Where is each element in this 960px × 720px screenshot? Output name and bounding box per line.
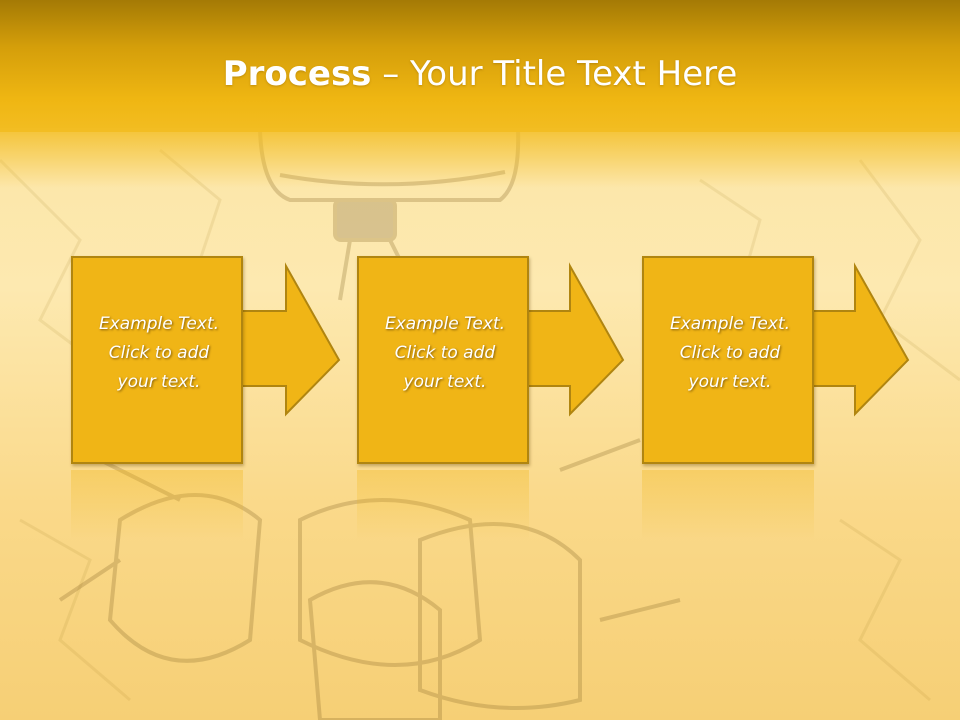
- step-text-line: your text.: [688, 372, 772, 392]
- step-text-line: Click to add: [394, 343, 496, 363]
- step-box[interactable]: Example Text. Click to add your text.: [357, 256, 529, 464]
- step-text-line: Example Text.: [384, 314, 506, 334]
- step-reflection: [357, 470, 529, 540]
- title-bar: [0, 0, 960, 132]
- process-step-2[interactable]: Example Text. Click to add your text.: [357, 256, 627, 468]
- step-text-line: your text.: [403, 372, 487, 392]
- step-text-line: Example Text.: [98, 314, 220, 334]
- arrow-right-icon: [240, 262, 341, 417]
- arrow-right-icon: [526, 262, 625, 417]
- process-step-3[interactable]: Example Text. Click to add your text.: [642, 256, 912, 468]
- step-text-line: your text.: [117, 372, 201, 392]
- arrow-right-icon: [811, 262, 910, 417]
- title-strong: Process: [222, 54, 372, 94]
- title-rest: – Your Title Text Here: [371, 54, 738, 94]
- step-text-line: Example Text.: [669, 314, 791, 334]
- step-reflection: [71, 470, 243, 540]
- slide-title[interactable]: Process – Your Title Text Here: [0, 50, 960, 98]
- step-text[interactable]: Example Text. Click to add your text.: [73, 310, 245, 397]
- process-step-1[interactable]: Example Text. Click to add your text.: [71, 256, 341, 468]
- step-text-line: Click to add: [679, 343, 781, 363]
- step-reflection: [642, 470, 814, 540]
- title-bar-fade: [0, 128, 960, 188]
- step-text[interactable]: Example Text. Click to add your text.: [359, 310, 531, 397]
- step-box[interactable]: Example Text. Click to add your text.: [642, 256, 814, 464]
- step-text-line: Click to add: [108, 343, 210, 363]
- step-box[interactable]: Example Text. Click to add your text.: [71, 256, 243, 464]
- step-text[interactable]: Example Text. Click to add your text.: [644, 310, 816, 397]
